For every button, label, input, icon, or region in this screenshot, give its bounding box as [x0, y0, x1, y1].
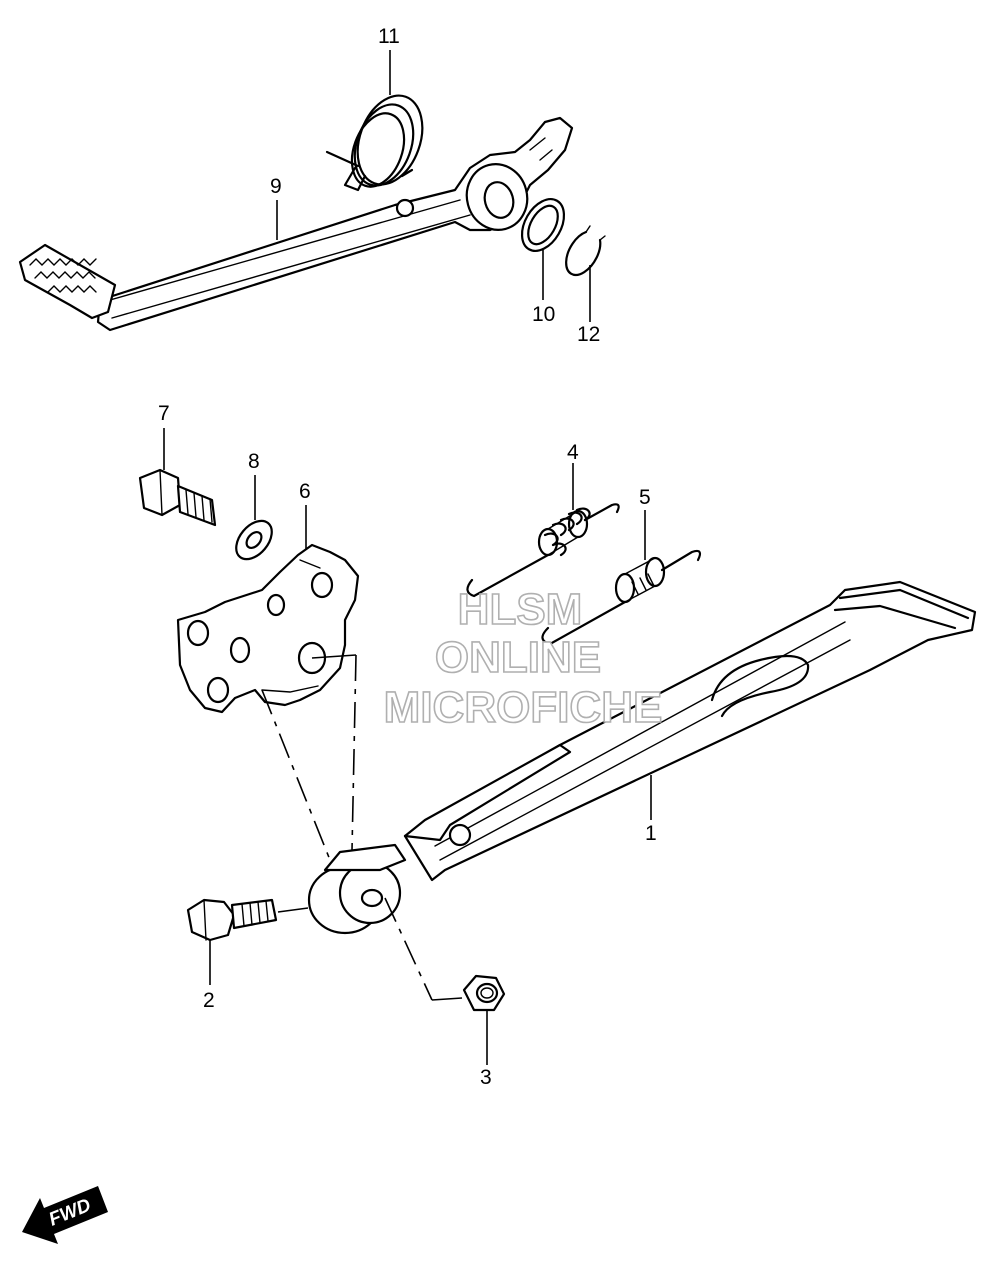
- callout-1: 1: [645, 822, 657, 845]
- part-4-stand-spring[interactable]: [466, 503, 620, 598]
- leader-lines: [163, 50, 652, 1065]
- part-3-nut[interactable]: [462, 974, 506, 1012]
- part-12-circlip[interactable]: [565, 225, 606, 277]
- part-5-stand-spring[interactable]: [541, 549, 702, 646]
- callout-4: 4: [567, 441, 579, 464]
- callout-labels: 11 9 10 12 7 8 6 4 5 1 2 3: [158, 25, 657, 1089]
- callout-9: 9: [270, 175, 282, 198]
- callout-3: 3: [480, 1066, 492, 1089]
- part-1-side-stand[interactable]: [307, 580, 977, 935]
- part-9-brake-pedal[interactable]: [18, 116, 574, 332]
- callout-10: 10: [532, 303, 555, 326]
- callout-7: 7: [158, 402, 170, 425]
- callout-5: 5: [639, 486, 651, 509]
- callout-2: 2: [203, 989, 215, 1012]
- watermark-line-1: HLSM: [458, 585, 583, 634]
- part-8-washer[interactable]: [229, 514, 279, 566]
- part-11-return-spring[interactable]: [325, 87, 434, 194]
- callout-8: 8: [248, 450, 260, 473]
- part-2-pivot-bolt[interactable]: [186, 898, 278, 942]
- part-10-washer[interactable]: [513, 192, 572, 258]
- part-6-stand-bracket[interactable]: [176, 543, 360, 714]
- assembly-lines: [261, 654, 463, 1001]
- watermark: HLSM ONLINE MICROFICHE: [383, 584, 663, 733]
- watermark-line-3: MICROFICHE: [384, 683, 663, 732]
- callout-6: 6: [299, 480, 311, 503]
- forward-arrow-icon: FWD: [22, 1186, 108, 1244]
- part-7-bolt[interactable]: [138, 468, 217, 527]
- callout-12: 12: [577, 323, 600, 346]
- watermark-line-2: ONLINE: [435, 633, 601, 682]
- callout-11: 11: [378, 25, 400, 48]
